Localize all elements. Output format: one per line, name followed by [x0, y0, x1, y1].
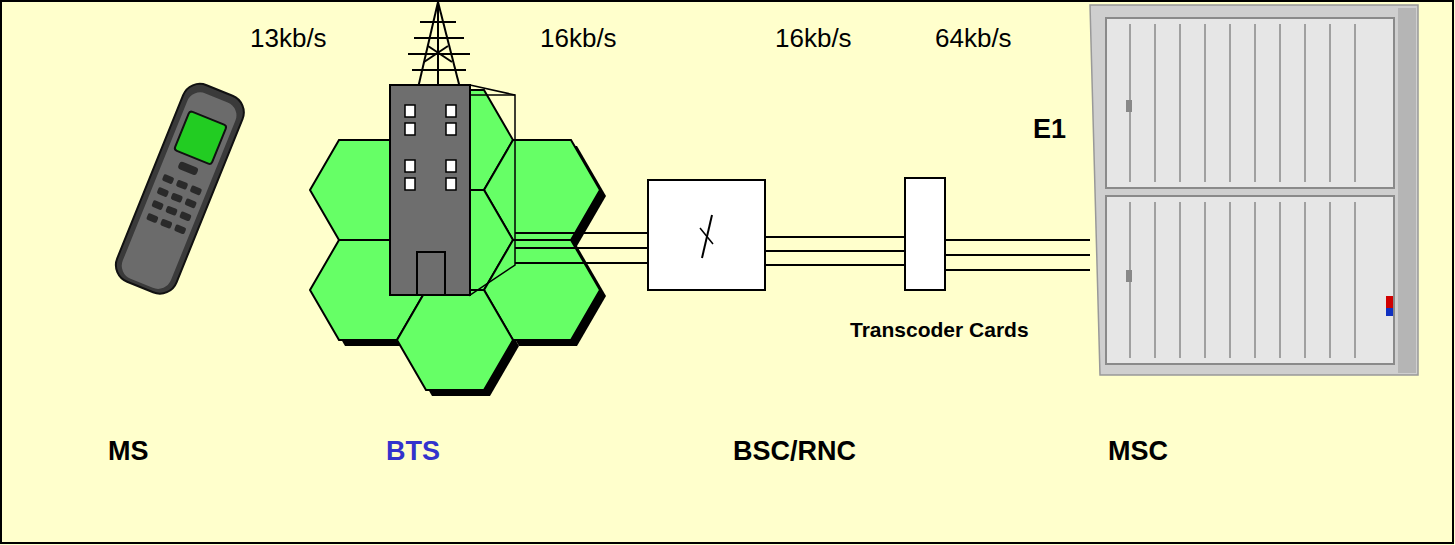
transcoder-card — [905, 178, 945, 290]
bitrate-label: 16kb/s — [775, 24, 852, 54]
msc-cabinet — [1090, 5, 1418, 375]
bitrate-label: 64kb/s — [935, 24, 1012, 54]
link-label: E1 — [1033, 114, 1066, 145]
bsc-switch — [648, 180, 765, 290]
part-label: Transcoder Cards — [850, 318, 1029, 342]
element-label: BTS — [386, 436, 440, 467]
element-label: MSC — [1108, 436, 1168, 467]
trunk-lines — [515, 233, 1090, 270]
antenna-tower — [408, 2, 470, 88]
bitrate-label: 16kb/s — [540, 24, 617, 54]
mobile-phone — [110, 78, 249, 299]
bts-building — [390, 85, 515, 295]
element-label: MS — [108, 436, 149, 467]
bitrate-label: 13kb/s — [250, 24, 327, 54]
element-label: BSC/RNC — [733, 436, 856, 467]
